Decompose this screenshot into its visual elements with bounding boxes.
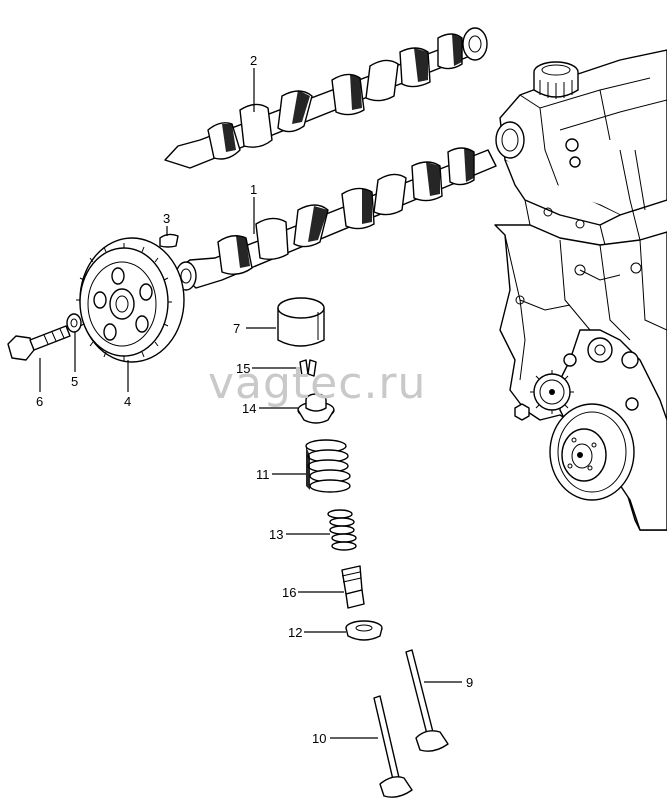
spring-seat	[345, 620, 383, 641]
callout-15: 15	[236, 361, 250, 376]
inner-valve-spring	[327, 509, 357, 551]
camshaft-lower	[175, 147, 497, 291]
callout-10: 10	[312, 731, 326, 746]
callout-2: 2	[250, 53, 257, 68]
camshaft-upper	[164, 27, 488, 169]
callout-11: 11	[256, 467, 270, 482]
callout-7: 7	[233, 321, 240, 336]
watermark: vagtec.ru	[208, 358, 426, 409]
hex-bolt	[7, 325, 71, 361]
valve-exhaust	[373, 695, 413, 798]
valve-stem-seal	[341, 565, 365, 609]
engine-block	[494, 49, 667, 531]
woodruff-key	[159, 233, 179, 248]
valve-intake	[405, 649, 449, 752]
callout-13: 13	[269, 527, 283, 542]
callout-5: 5	[71, 374, 78, 389]
callout-6: 6	[36, 394, 43, 409]
callout-14: 14	[242, 401, 256, 416]
spring-retainer	[297, 393, 335, 424]
callout-9: 9	[466, 675, 473, 690]
bucket-tappet	[277, 297, 325, 347]
callout-labels: 2 1 3 4 5 6 7 15 14 11 13 16 12 9 10	[36, 53, 473, 746]
leader-lines	[39, 68, 462, 739]
washer	[66, 313, 82, 333]
callout-4: 4	[124, 394, 131, 409]
valve-cotters	[299, 359, 317, 377]
camshaft-sprocket	[76, 237, 185, 363]
callout-1: 1	[250, 182, 257, 197]
callout-3: 3	[163, 211, 170, 226]
outer-valve-spring	[305, 439, 351, 493]
callout-12: 12	[288, 625, 302, 640]
callout-16: 16	[282, 585, 296, 600]
